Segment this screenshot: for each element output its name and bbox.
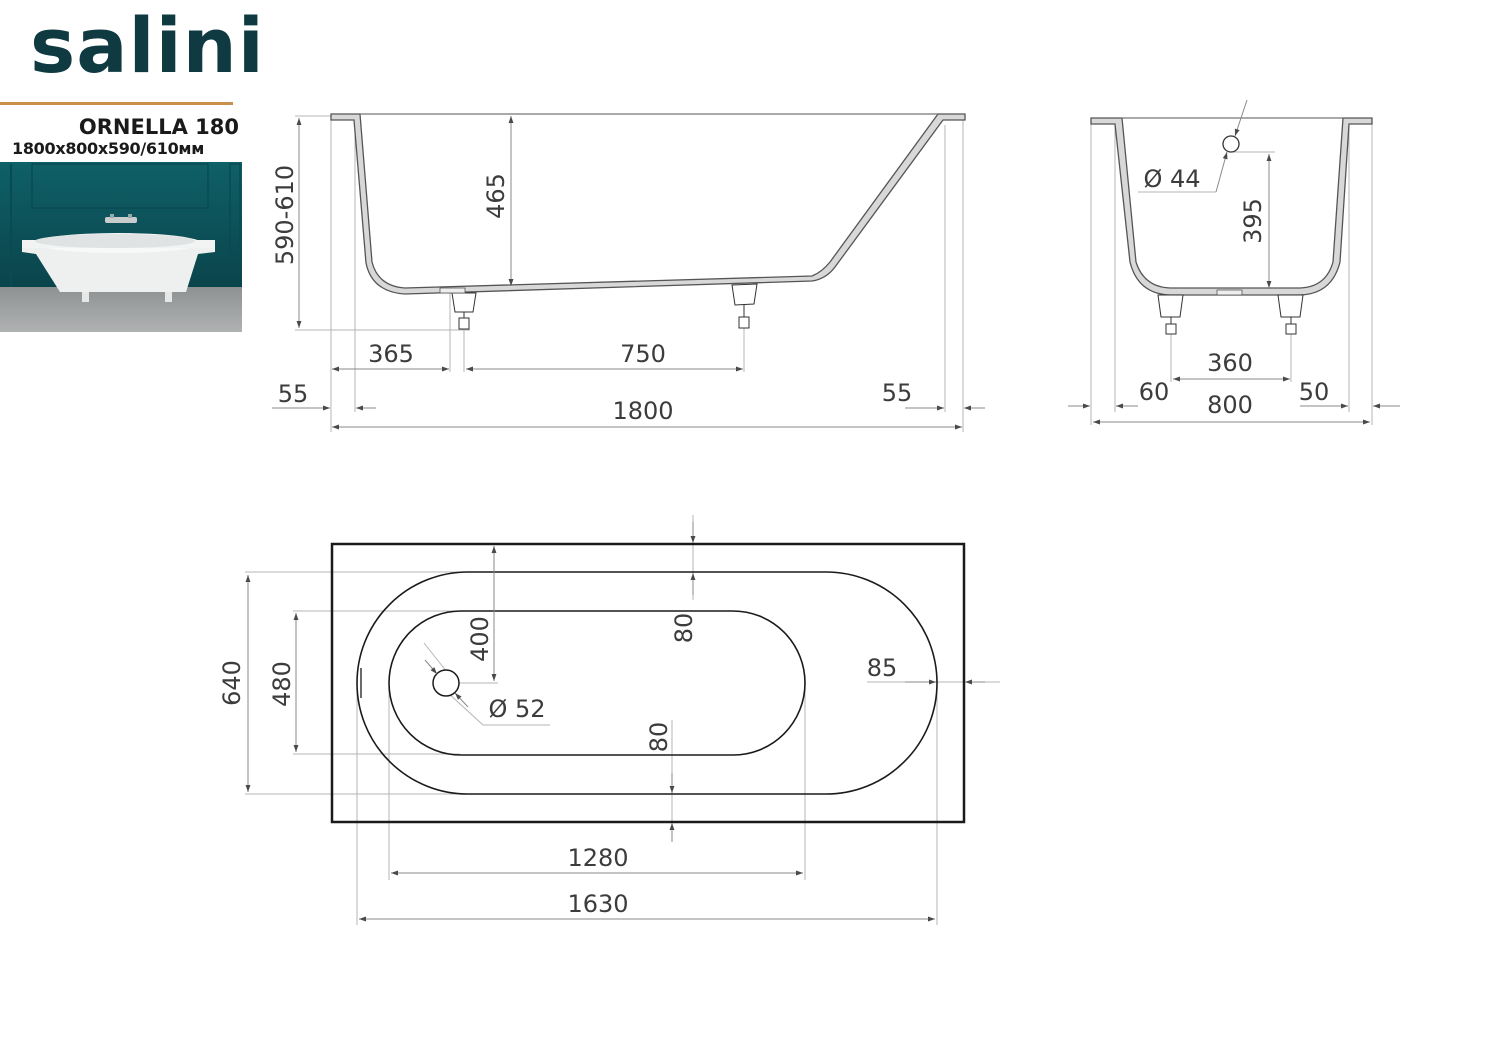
dim-left-leg-offset: 365 (368, 340, 414, 368)
end-view: Ø 44 395 360 60 50 800 (1068, 99, 1400, 425)
salini-logo: salini (30, 1, 265, 90)
model-name: ORNELLA 180 (78, 115, 239, 139)
dim-drain-offset: 400 (466, 616, 494, 662)
overall-dimensions: 1800x800x590/610мм (12, 139, 204, 158)
dim-end-right-rim: 50 (1299, 378, 1330, 406)
dim-drain-diameter: Ø 52 (488, 695, 545, 723)
product-photo (0, 162, 242, 332)
dim-inner-bowl-width: 480 (268, 661, 296, 707)
logo-divider (0, 102, 233, 105)
dim-right-rim: 55 (882, 379, 913, 407)
plan-view: 640 480 400 Ø 52 80 80 85 1280 1630 (218, 515, 1000, 925)
dim-end-gap: 85 (867, 654, 898, 682)
dim-overall-width: 800 (1207, 391, 1253, 419)
dim-overall-length: 1800 (612, 397, 673, 425)
dim-leg-spacing: 750 (620, 340, 666, 368)
dim-inner-depth: 465 (482, 173, 510, 219)
dim-bottom-gap: 80 (645, 722, 673, 753)
side-view: 590-610 465 365 750 55 55 1800 (271, 113, 985, 432)
dim-inner-bowl-length: 1280 (567, 844, 628, 872)
dim-outer-bowl-width: 640 (218, 660, 246, 706)
dim-height-range: 590-610 (271, 165, 299, 265)
bathtub-photo-illustration (0, 162, 242, 332)
dim-end-left-rim: 60 (1139, 378, 1170, 406)
dim-end-leg-spacing: 360 (1207, 349, 1253, 377)
dim-overflow-height: 395 (1239, 198, 1267, 244)
dim-outer-bowl-length: 1630 (567, 890, 628, 918)
dim-left-rim: 55 (278, 380, 309, 408)
dim-overflow-diameter: Ø 44 (1143, 165, 1200, 193)
dim-top-gap: 80 (670, 613, 698, 644)
